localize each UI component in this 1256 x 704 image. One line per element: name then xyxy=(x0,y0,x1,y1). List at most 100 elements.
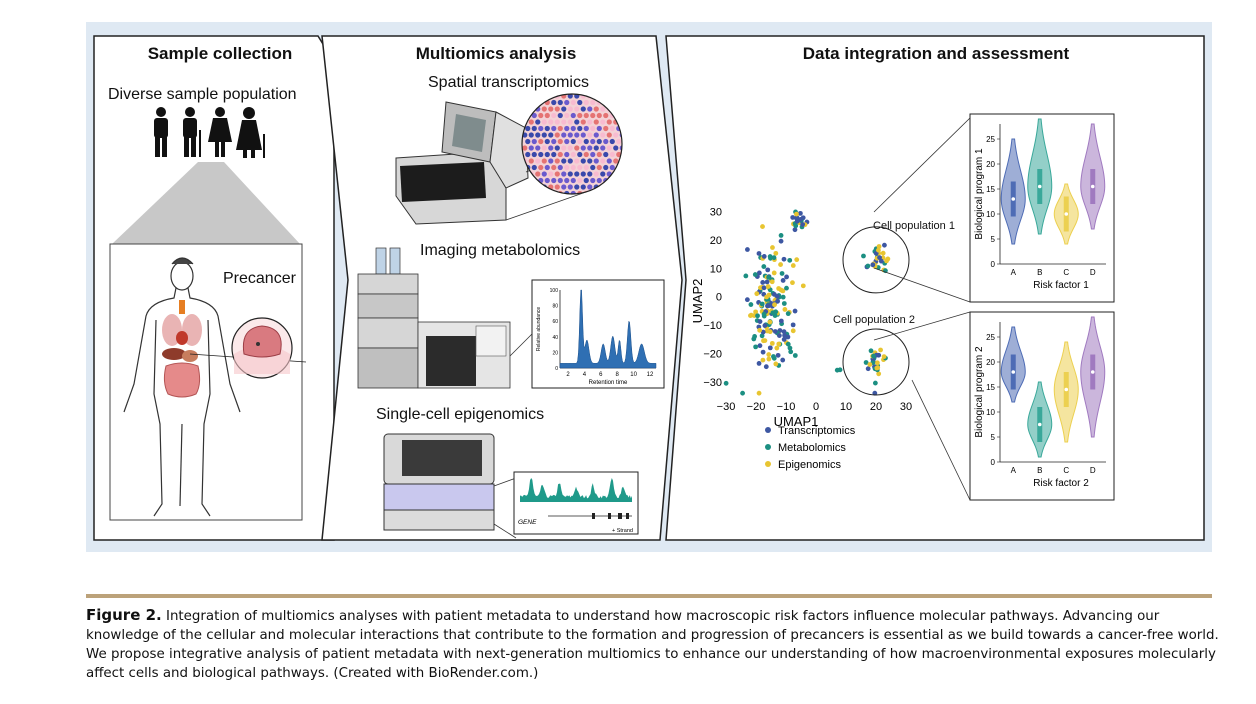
umap-point xyxy=(761,253,767,259)
umap-point xyxy=(794,257,800,263)
gene-exon xyxy=(626,513,629,519)
tissue-spot xyxy=(596,125,602,132)
umap-point xyxy=(790,322,796,328)
chromatogram-ylabel: Relative abundance xyxy=(536,307,542,351)
strand-label: + Strand xyxy=(612,528,633,534)
tissue-spot xyxy=(619,94,622,99)
tissue-spot xyxy=(616,112,622,119)
tissue-spot xyxy=(554,158,560,164)
umap-x-tick: 0 xyxy=(813,401,819,413)
tissue-spot xyxy=(600,106,606,112)
tissue-spot xyxy=(567,119,573,125)
tissue-spot xyxy=(570,164,576,171)
tissue-spot xyxy=(528,145,534,151)
tissue-spot xyxy=(590,138,596,145)
tissue-spot xyxy=(570,138,576,145)
violin2-median-dot xyxy=(1064,387,1069,392)
umap-point xyxy=(765,303,770,309)
tissue-spot xyxy=(580,119,586,125)
tissue-spot xyxy=(561,171,567,177)
legend-label: Metabolomics xyxy=(778,442,846,454)
tissue-spot xyxy=(564,112,570,119)
tissue-spot xyxy=(600,158,606,164)
tissue-spot xyxy=(577,177,583,184)
panel-title-integration: Data integration and assessment xyxy=(802,44,1070,63)
tissue-spot xyxy=(548,158,554,164)
umap-point xyxy=(760,329,766,335)
tissue-spot xyxy=(583,112,589,119)
umap-y-tick: 20 xyxy=(710,235,722,247)
umap-point xyxy=(766,356,772,362)
legend-label: Epigenomics xyxy=(778,459,841,471)
tissue-spot xyxy=(596,164,602,171)
gene-label: GENE xyxy=(518,519,537,526)
tissue-spot xyxy=(551,112,557,119)
tissue-spot xyxy=(574,158,580,164)
chromatogram-x-tick: 6 xyxy=(599,372,603,378)
tissue-spot xyxy=(593,171,599,177)
tissue-spot xyxy=(583,125,589,132)
tissue-spot xyxy=(596,112,602,119)
umap-point xyxy=(865,366,871,372)
tissue-spot xyxy=(522,171,528,177)
umap-point xyxy=(876,371,882,377)
violin1-xlabel: Risk factor 1 xyxy=(1033,280,1089,291)
umap-point xyxy=(780,278,786,283)
tissue-spot xyxy=(531,164,537,171)
tissue-spot xyxy=(554,119,560,125)
violin2-y-tick: 25 xyxy=(986,333,995,342)
umap-y-tick: −20 xyxy=(703,348,722,360)
tissue-spot xyxy=(544,125,550,132)
tissue-spot xyxy=(570,151,576,158)
caption-text: Integration of multiomics analyses with … xyxy=(86,609,1219,681)
tissue-spot xyxy=(541,106,547,112)
caption-divider xyxy=(86,594,1212,598)
tissue-spot xyxy=(600,94,606,99)
violin2-median-dot xyxy=(1090,370,1095,374)
spatial-instrument-icon xyxy=(395,101,587,225)
tissue-spot xyxy=(528,94,534,99)
tissue-spot xyxy=(590,99,596,106)
tissue-spot xyxy=(570,99,576,106)
chromatogram-y-tick: 60 xyxy=(552,319,558,325)
tissue-spot xyxy=(544,190,550,194)
umap-point xyxy=(745,247,750,252)
cell-population-2-label: Cell population 2 xyxy=(833,314,915,326)
umap-point xyxy=(744,297,750,303)
tissue-spot xyxy=(561,158,567,164)
violin1-y-tick: 5 xyxy=(991,235,996,244)
tissue-spot xyxy=(535,145,541,151)
tissue-spot xyxy=(525,125,531,132)
violin2-x-tick: A xyxy=(1011,466,1017,475)
tissue-spot xyxy=(567,106,573,112)
tissue-spot xyxy=(623,113,628,118)
tissue-spot xyxy=(528,106,534,112)
tissue-spot xyxy=(554,184,560,190)
spatial-tissue-icon xyxy=(521,93,628,195)
tissue-spot xyxy=(538,138,544,145)
tissue-spot xyxy=(580,106,586,112)
figure: Sample collection Multiomics analysis Da… xyxy=(86,22,1212,552)
violin2-y-tick: 15 xyxy=(986,383,995,392)
tissue-spot xyxy=(551,164,557,171)
tissue-spot xyxy=(538,125,544,132)
tissue-spot xyxy=(606,94,612,99)
tissue-spot xyxy=(619,184,622,190)
genome-track-chart: GENE + Strand xyxy=(513,471,639,535)
umap-y-tick: −10 xyxy=(703,320,722,332)
tissue-spot xyxy=(557,125,563,132)
tissue-spot xyxy=(538,151,544,158)
tissue-spot xyxy=(623,178,628,183)
tissue-spot xyxy=(557,151,563,158)
umap-point xyxy=(765,267,771,273)
tissue-spot xyxy=(531,138,537,145)
umap-point xyxy=(723,380,729,386)
tissue-spot xyxy=(596,151,602,158)
umap-point xyxy=(875,365,881,371)
tissue-spot xyxy=(609,164,615,171)
umap-point xyxy=(771,270,777,276)
umap-point xyxy=(756,251,762,256)
tissue-spot xyxy=(587,145,593,151)
tissue-spot xyxy=(619,106,622,112)
